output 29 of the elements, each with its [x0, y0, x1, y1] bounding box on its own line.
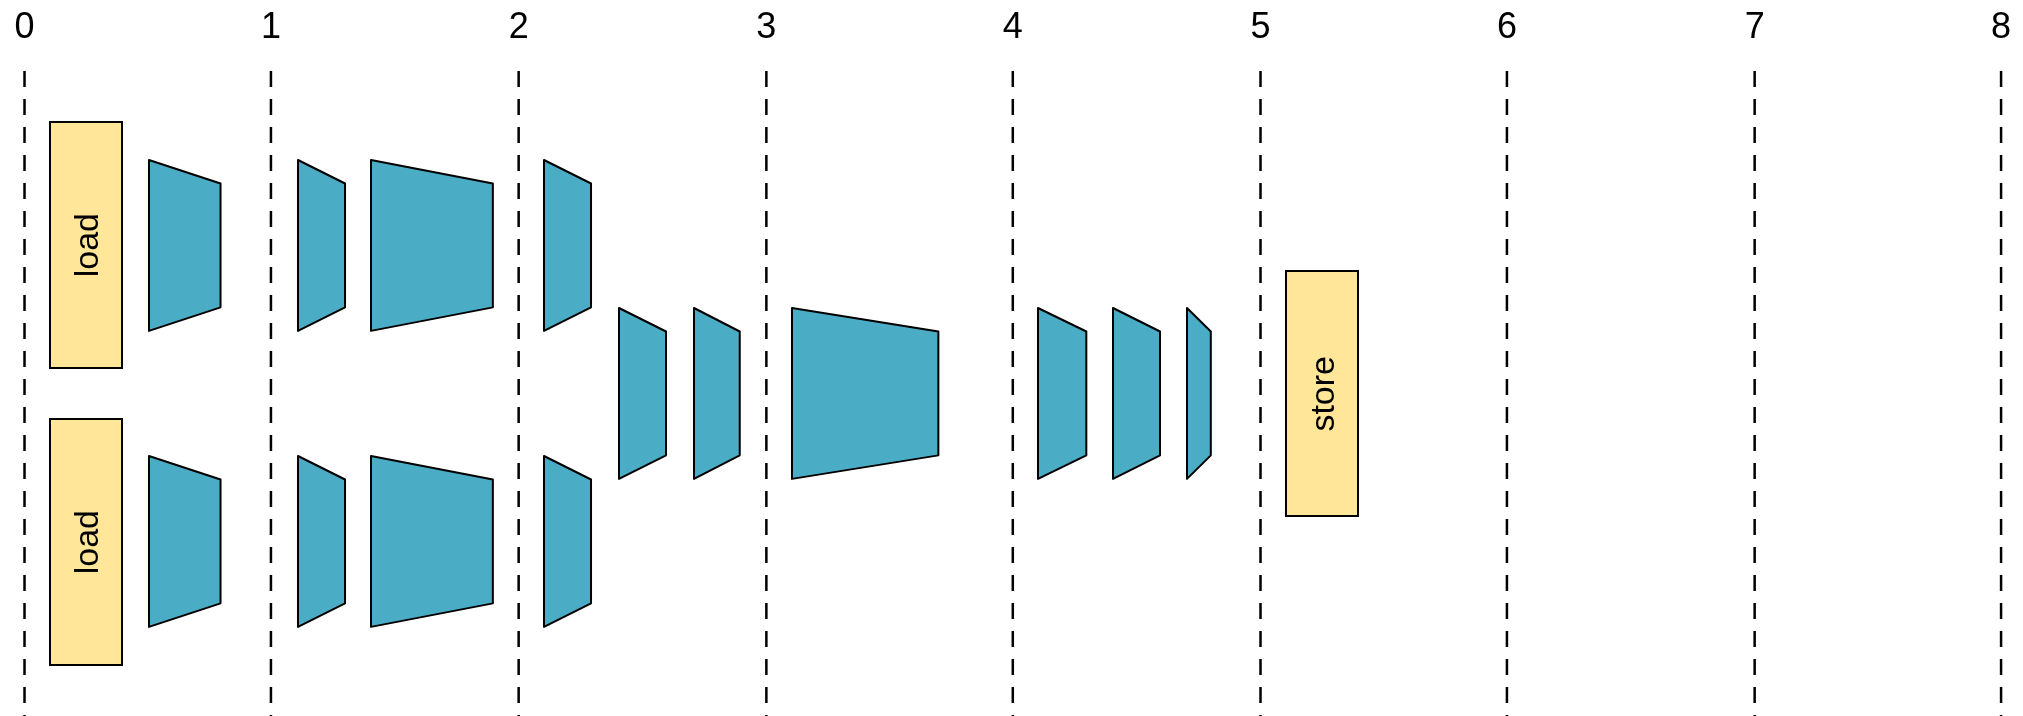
rect-block: [1285, 269, 1359, 518]
trapezoid-stage: [370, 455, 495, 629]
trapezoid-stage: [1185, 307, 1212, 480]
axis-number: 1: [260, 8, 281, 44]
trapezoid-stage: [1037, 307, 1088, 480]
trapezoid-stage: [790, 307, 940, 480]
block-label: load: [68, 212, 103, 278]
axis-number: 0: [14, 8, 35, 44]
axis-number: 4: [1002, 8, 1023, 44]
rect-block: [49, 121, 123, 369]
trapezoid-stage: [148, 158, 222, 332]
trapezoid-stage: [618, 307, 667, 480]
axis-number: 2: [508, 8, 529, 44]
axis-number: 7: [1744, 8, 1765, 44]
trapezoid-stage: [296, 455, 346, 629]
axis-number: 8: [1991, 8, 2012, 44]
block-label: load: [68, 509, 103, 574]
rect-block: [49, 418, 123, 666]
trapezoid-stage: [543, 158, 593, 332]
trapezoid-stage: [1112, 307, 1162, 480]
trapezoid-stage: [296, 158, 346, 332]
block-label: store: [1304, 355, 1339, 432]
trapezoid-stage: [692, 307, 741, 480]
axis-number: 5: [1250, 8, 1271, 44]
axis-number: 3: [756, 8, 777, 44]
trapezoid-stage: [370, 158, 495, 332]
axis-number: 6: [1496, 8, 1517, 44]
trapezoid-stage: [543, 455, 593, 629]
trapezoid-stage: [148, 455, 222, 629]
